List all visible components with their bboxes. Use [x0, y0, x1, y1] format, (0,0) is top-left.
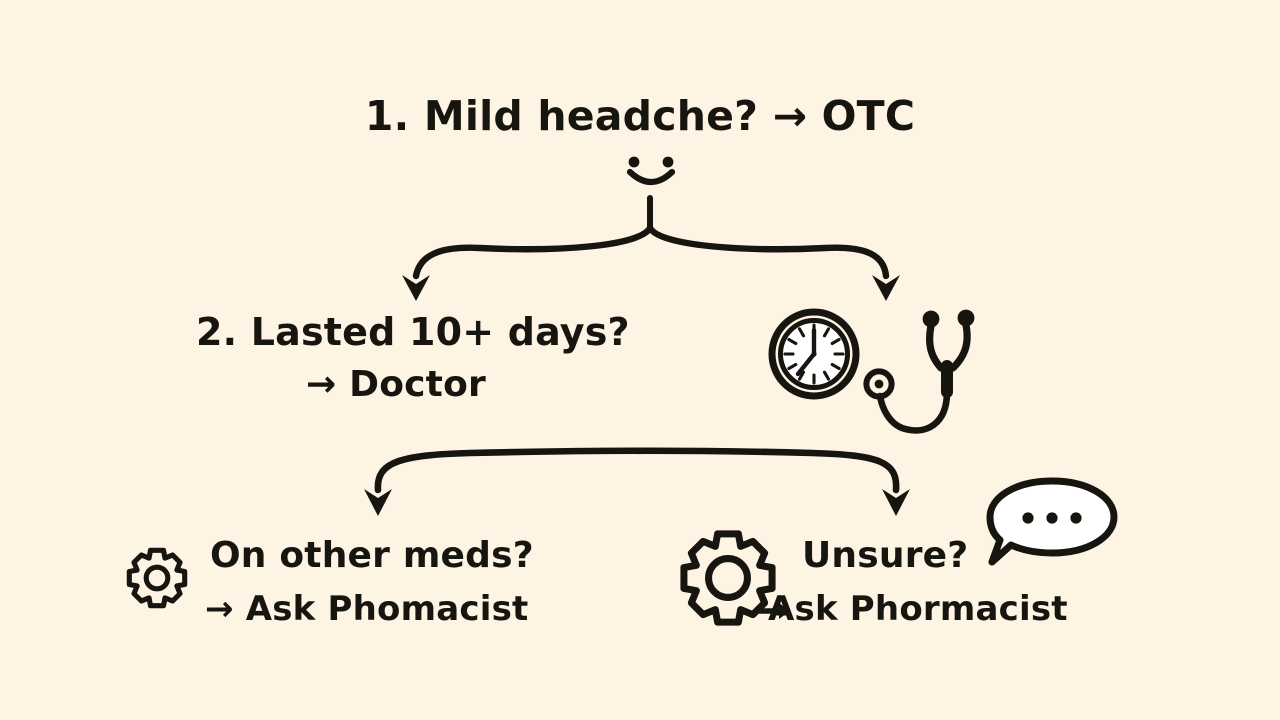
- connector-arch-branch: [364, 447, 910, 516]
- leaf-left-outcome: → Ask Phomacist: [205, 589, 529, 629]
- gear-icon: [126, 547, 188, 609]
- speech-bubble-icon: [986, 477, 1118, 566]
- leaf-left-question: On other meds?: [210, 535, 534, 576]
- step-2-outcome: → Doctor: [306, 364, 486, 405]
- gear-icon: [680, 530, 776, 626]
- connector-split-branch: [402, 195, 900, 301]
- step-1-text: 1. Mild headche? → OTC: [364, 92, 916, 140]
- step-2-question: 2. Lasted 10+ days?: [196, 310, 630, 354]
- leaf-right-outcome: Ask Phormacist: [768, 589, 1068, 629]
- gear-to-text-arrow-icon: [755, 603, 790, 619]
- clock-icon: [768, 308, 860, 400]
- smiley-face-icon: [626, 156, 676, 186]
- stethoscope-icon: [863, 309, 975, 434]
- leaf-right-question: Unsure?: [802, 535, 969, 576]
